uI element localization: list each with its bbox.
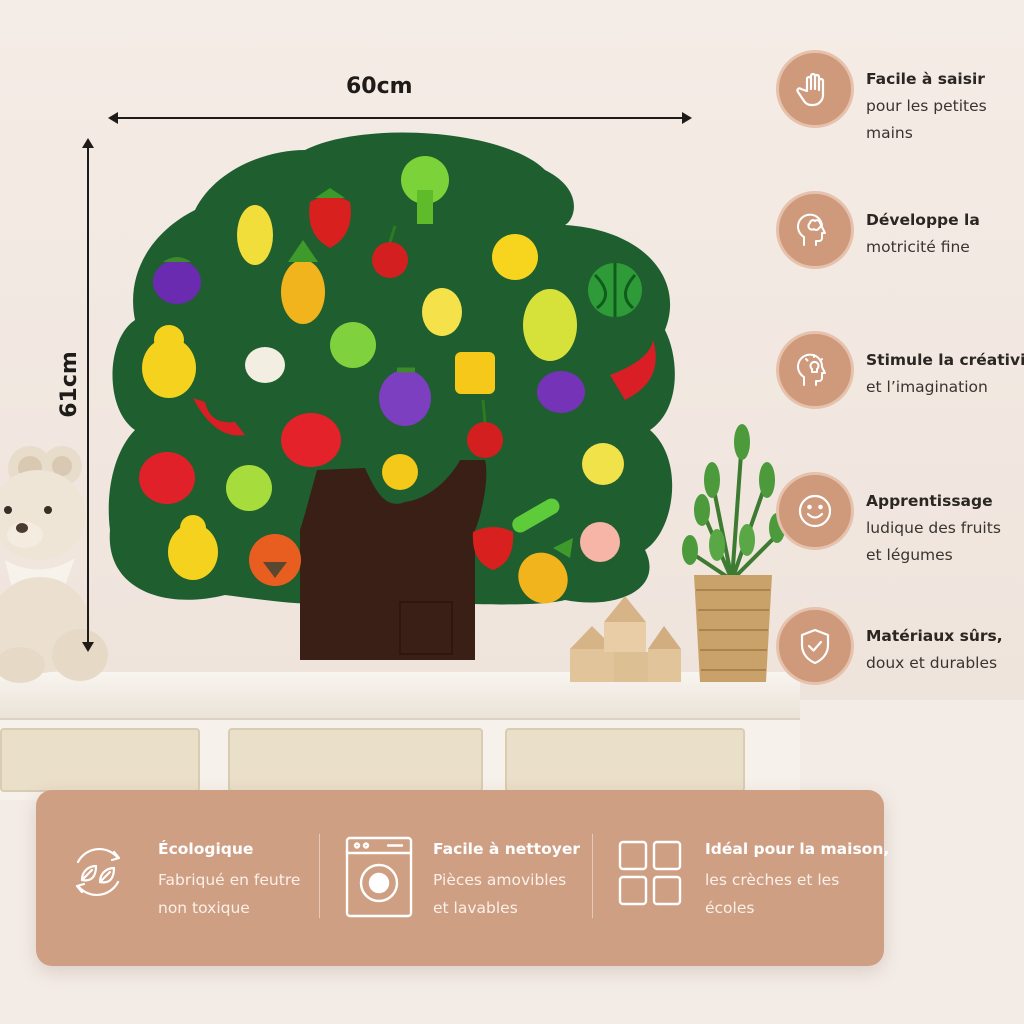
fruit-lemon-wedge [422,288,462,336]
vegetable-garlic [245,347,285,383]
feature-text: et l’imagination [866,374,1024,401]
fruit-lemon-round [582,443,624,485]
fruit-watermelon-piece [193,398,245,436]
vegetable-cabbage [330,322,376,368]
feature-title: Stimule la créativité [866,351,1024,369]
feature-line: mains [866,124,913,142]
fruit-strawberry [309,188,351,248]
fruit-plum-purple [537,371,585,413]
feature-item: Facile à saisir pour les petites mains [776,50,1024,142]
feature-text: doux et durables [866,650,1024,677]
fruit-apple-red [281,413,341,467]
feature-title: Matériaux sûrs, [866,627,1003,645]
storage-bin [228,728,483,792]
vegetable-cabbage [226,465,272,511]
fruit-pineapple [281,240,325,324]
feature-text: pour les petites mains [866,93,1024,147]
feature-line: doux et durables [866,654,998,672]
storage-bin [0,728,200,792]
fruit-orange [492,234,538,280]
feature-text: ludique des fruits et légumes [866,515,1024,569]
fruit-eggplant-purple [153,257,201,304]
vegetable-peas [512,498,560,533]
fruit-jar [455,352,495,394]
fruit-pineapple [518,538,573,604]
vegetable-broccoli [401,156,449,224]
feature-item: Développe la motricité fine [776,191,1024,281]
fruit-pear [168,515,218,580]
feature-title: Apprentissage [866,492,993,510]
feature-line: ludique des fruits [866,519,1001,537]
lightbulb-head-icon [776,331,854,409]
storage-bin [505,728,745,792]
tree-trunk [300,460,487,660]
feature-item: Stimule la créativité et l’imagination [776,331,1024,421]
feature-line: et l’imagination [866,378,988,396]
fruit-apple-red [139,452,195,504]
fruit-cherry [467,399,503,458]
panel-line: Fabriqué en feutre [158,871,301,889]
benefits-panel: Écologique Fabriqué en feutre non toxiqu… [36,790,889,966]
panel-line: non toxique [158,899,250,917]
shield-check-icon [776,607,854,685]
width-dimension-arrow [108,112,692,124]
hand-icon [776,50,854,128]
washing-machine-icon [345,836,413,918]
height-dimension-label: 61cm [56,351,82,418]
feature-line: motricité fine [866,238,970,256]
width-dimension-label: 60cm [346,74,413,99]
fruit-durian [523,289,577,361]
feature-title: Facile à saisir [866,70,985,88]
potted-plant-illustration [682,424,785,682]
wooden-blocks-illustration [570,596,681,682]
feature-line: et légumes [866,546,953,564]
panel-line: les crèches et les [705,871,840,889]
panel-item-usage: Idéal pour la maison, les crèches et les… [606,790,889,966]
divider [319,834,320,918]
panel-line: écoles [705,899,755,917]
smiley-icon [776,472,854,550]
panel-title: Écologique [158,840,254,858]
fruit-cherry [372,225,408,278]
fruit-grapes [379,367,431,426]
fruit-persimmon [249,534,301,586]
fruit-watermelon [588,263,642,317]
fruit-strawberry [472,527,514,570]
fruit-lemon-slice [237,205,273,265]
fruit-orange [382,454,418,490]
panel-line: Pièces amovibles [433,871,567,889]
brain-head-icon [776,191,854,269]
fruit-peach [580,522,620,562]
feature-title: Développe la [866,211,980,229]
grid-icon [618,840,682,906]
felt-tree-board [108,132,675,660]
feature-item: Matériaux sûrs, doux et durables [776,607,1024,697]
fruit-watermelon-slice [610,340,656,400]
fruit-pear [142,325,196,398]
panel-title: Idéal pour la maison, [705,840,890,858]
eco-leaf-icon [75,848,121,896]
panel-line: et lavables [433,899,518,917]
feature-line: pour les petites [866,97,987,115]
trunk-pocket [399,601,453,655]
divider [592,834,593,918]
teddy-bear-illustration [0,446,108,683]
panel-item-cleaning: Facile à nettoyer Pièces amovibles et la… [326,790,596,966]
panel-item-eco: Écologique Fabriqué en feutre non toxiqu… [36,790,316,966]
height-dimension-arrow [82,138,94,652]
feature-item: Apprentissage ludique des fruits et légu… [776,472,1024,564]
panel-title: Facile à nettoyer [433,840,580,858]
feature-text: motricité fine [866,234,1024,261]
